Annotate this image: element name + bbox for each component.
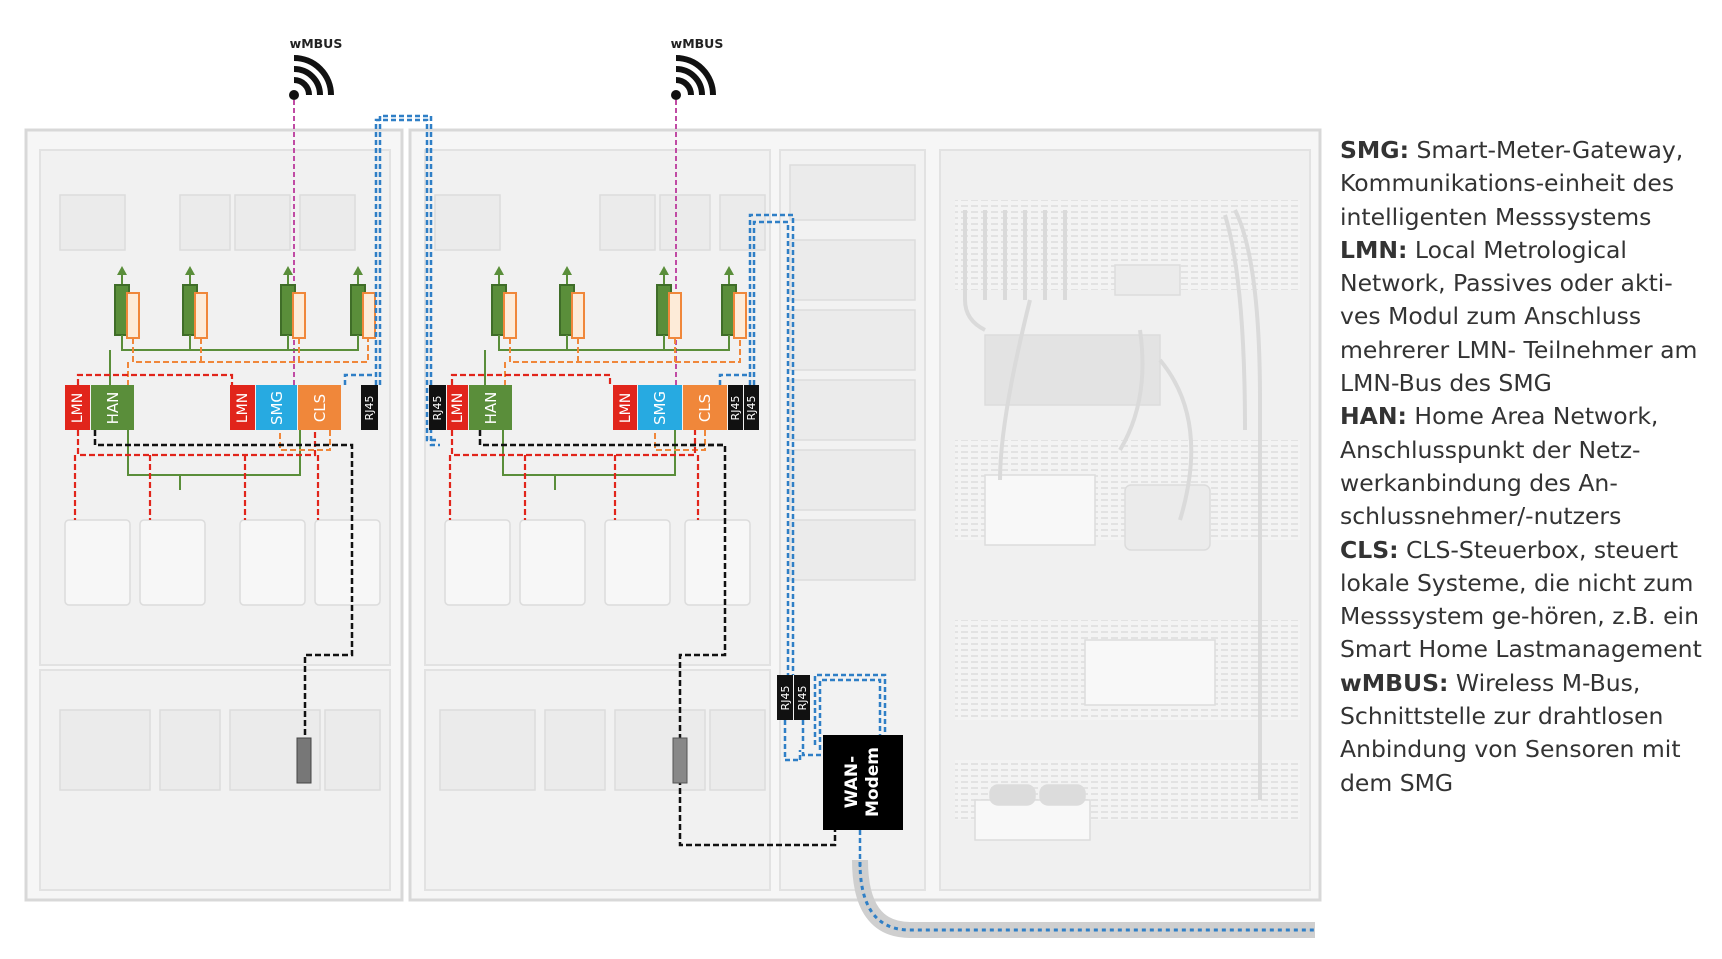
svg-text:RJ45: RJ45 xyxy=(779,686,792,711)
legend-term: HAN: xyxy=(1340,402,1407,431)
wan-modem-label-line1: WAN- xyxy=(842,756,862,808)
svg-text:RJ45: RJ45 xyxy=(796,686,809,711)
legend-entry-cls: CLS: CLS-Steuerbox, steuert lokale Syste… xyxy=(1340,534,1710,667)
phase-right-4 xyxy=(721,266,747,339)
wan-modem: WAN- Modem xyxy=(823,735,903,830)
wmbus-antenna-right: wMBUS xyxy=(671,36,724,100)
rj45-port xyxy=(794,675,810,720)
lower-rj45-ports: RJ45 RJ45 xyxy=(777,675,810,720)
wmbus-label: wMBUS xyxy=(671,36,724,51)
lmn-module xyxy=(613,385,637,430)
legend-entry-smg: SMG: Smart-Meter-Gateway, Kommunikations… xyxy=(1340,134,1710,234)
cls-module xyxy=(683,385,727,430)
network-cables xyxy=(963,209,1262,800)
legend-text: Home Area Network, Anschlusspunkt der Ne… xyxy=(1340,402,1659,531)
svg-text:HAN: HAN xyxy=(104,392,122,425)
black-dashed-lines xyxy=(93,430,837,847)
lmn-module xyxy=(230,385,255,430)
svg-text:LMN: LMN xyxy=(450,393,466,423)
legend-text: Local Metrological Network, Passives ode… xyxy=(1340,235,1698,398)
legend-entry-lmn: LMN: Local Metrological Network, Passive… xyxy=(1340,234,1710,400)
svg-text:RJ45: RJ45 xyxy=(431,396,444,421)
phase-right-2 xyxy=(559,266,585,339)
wan-line xyxy=(858,861,1315,932)
legend-term: SMG: xyxy=(1340,136,1409,164)
svg-text:HAN: HAN xyxy=(482,392,500,425)
legend: SMG: Smart-Meter-Gateway, Kommunikations… xyxy=(1340,134,1710,800)
rj45-port xyxy=(361,385,378,430)
svg-text:SMG: SMG xyxy=(651,391,669,425)
smg-module xyxy=(256,385,297,430)
svg-text:RJ45: RJ45 xyxy=(745,396,758,421)
legend-term: CLS: xyxy=(1340,535,1399,564)
svg-text:LMN: LMN xyxy=(235,393,251,423)
svg-text:RJ45: RJ45 xyxy=(363,396,376,421)
svg-text:CLS: CLS xyxy=(696,394,714,422)
han-module xyxy=(91,385,134,430)
legend-text: CLS-Steuerbox, steuert lokale Systeme, d… xyxy=(1340,535,1702,664)
lmn-module xyxy=(447,385,468,430)
rj45-port xyxy=(744,385,759,430)
cls-module xyxy=(298,385,341,430)
phase-left-3 xyxy=(280,266,306,339)
smg-module xyxy=(638,385,682,430)
module-group-right: RJ45 LMN HAN LMN SMG CLS RJ45 RJ45 xyxy=(429,385,759,430)
meter-phases xyxy=(114,266,747,345)
legend-text: Wireless M-Bus, Schnittstelle zur drahtl… xyxy=(1340,668,1681,797)
svg-text:LMN: LMN xyxy=(618,393,634,423)
legend-text: Smart-Meter-Gateway, Kommunikations-einh… xyxy=(1340,136,1684,231)
legend-term: LMN: xyxy=(1340,235,1408,264)
han-module xyxy=(469,385,512,430)
rj45-port xyxy=(728,385,743,430)
svg-text:SMG: SMG xyxy=(268,391,286,425)
svg-text:LMN: LMN xyxy=(70,393,86,423)
cls-bus-lines xyxy=(127,338,741,451)
lmn-module xyxy=(65,385,90,430)
background-equipment xyxy=(59,164,1300,841)
svg-text:CLS: CLS xyxy=(311,394,329,422)
rj45-port xyxy=(777,675,793,720)
phase-left-4 xyxy=(350,266,376,339)
fuse-bar xyxy=(296,737,312,784)
lmn-bus-lines xyxy=(73,373,700,520)
rj45-port xyxy=(429,385,446,430)
legend-term: wMBUS: xyxy=(1340,668,1449,697)
wmbus-antenna-left: wMBUS xyxy=(289,36,342,100)
legend-entry-han: HAN: Home Area Network, Anschlusspunkt d… xyxy=(1340,400,1710,533)
cabinet-wiring-diagram: wMBUS wMBUS xyxy=(24,36,1322,938)
wan-modem-label-line2: Modem xyxy=(863,747,883,817)
legend-entry-wmbus: wMBUS: Wireless M-Bus, Schnittstelle zur… xyxy=(1340,667,1710,800)
han-bus-lines xyxy=(109,335,730,490)
module-group-left: LMN HAN LMN SMG CLS RJ45 xyxy=(65,385,378,430)
svg-text:RJ45: RJ45 xyxy=(729,396,742,421)
fuse-bar xyxy=(672,737,688,784)
wmbus-label: wMBUS xyxy=(290,36,343,51)
